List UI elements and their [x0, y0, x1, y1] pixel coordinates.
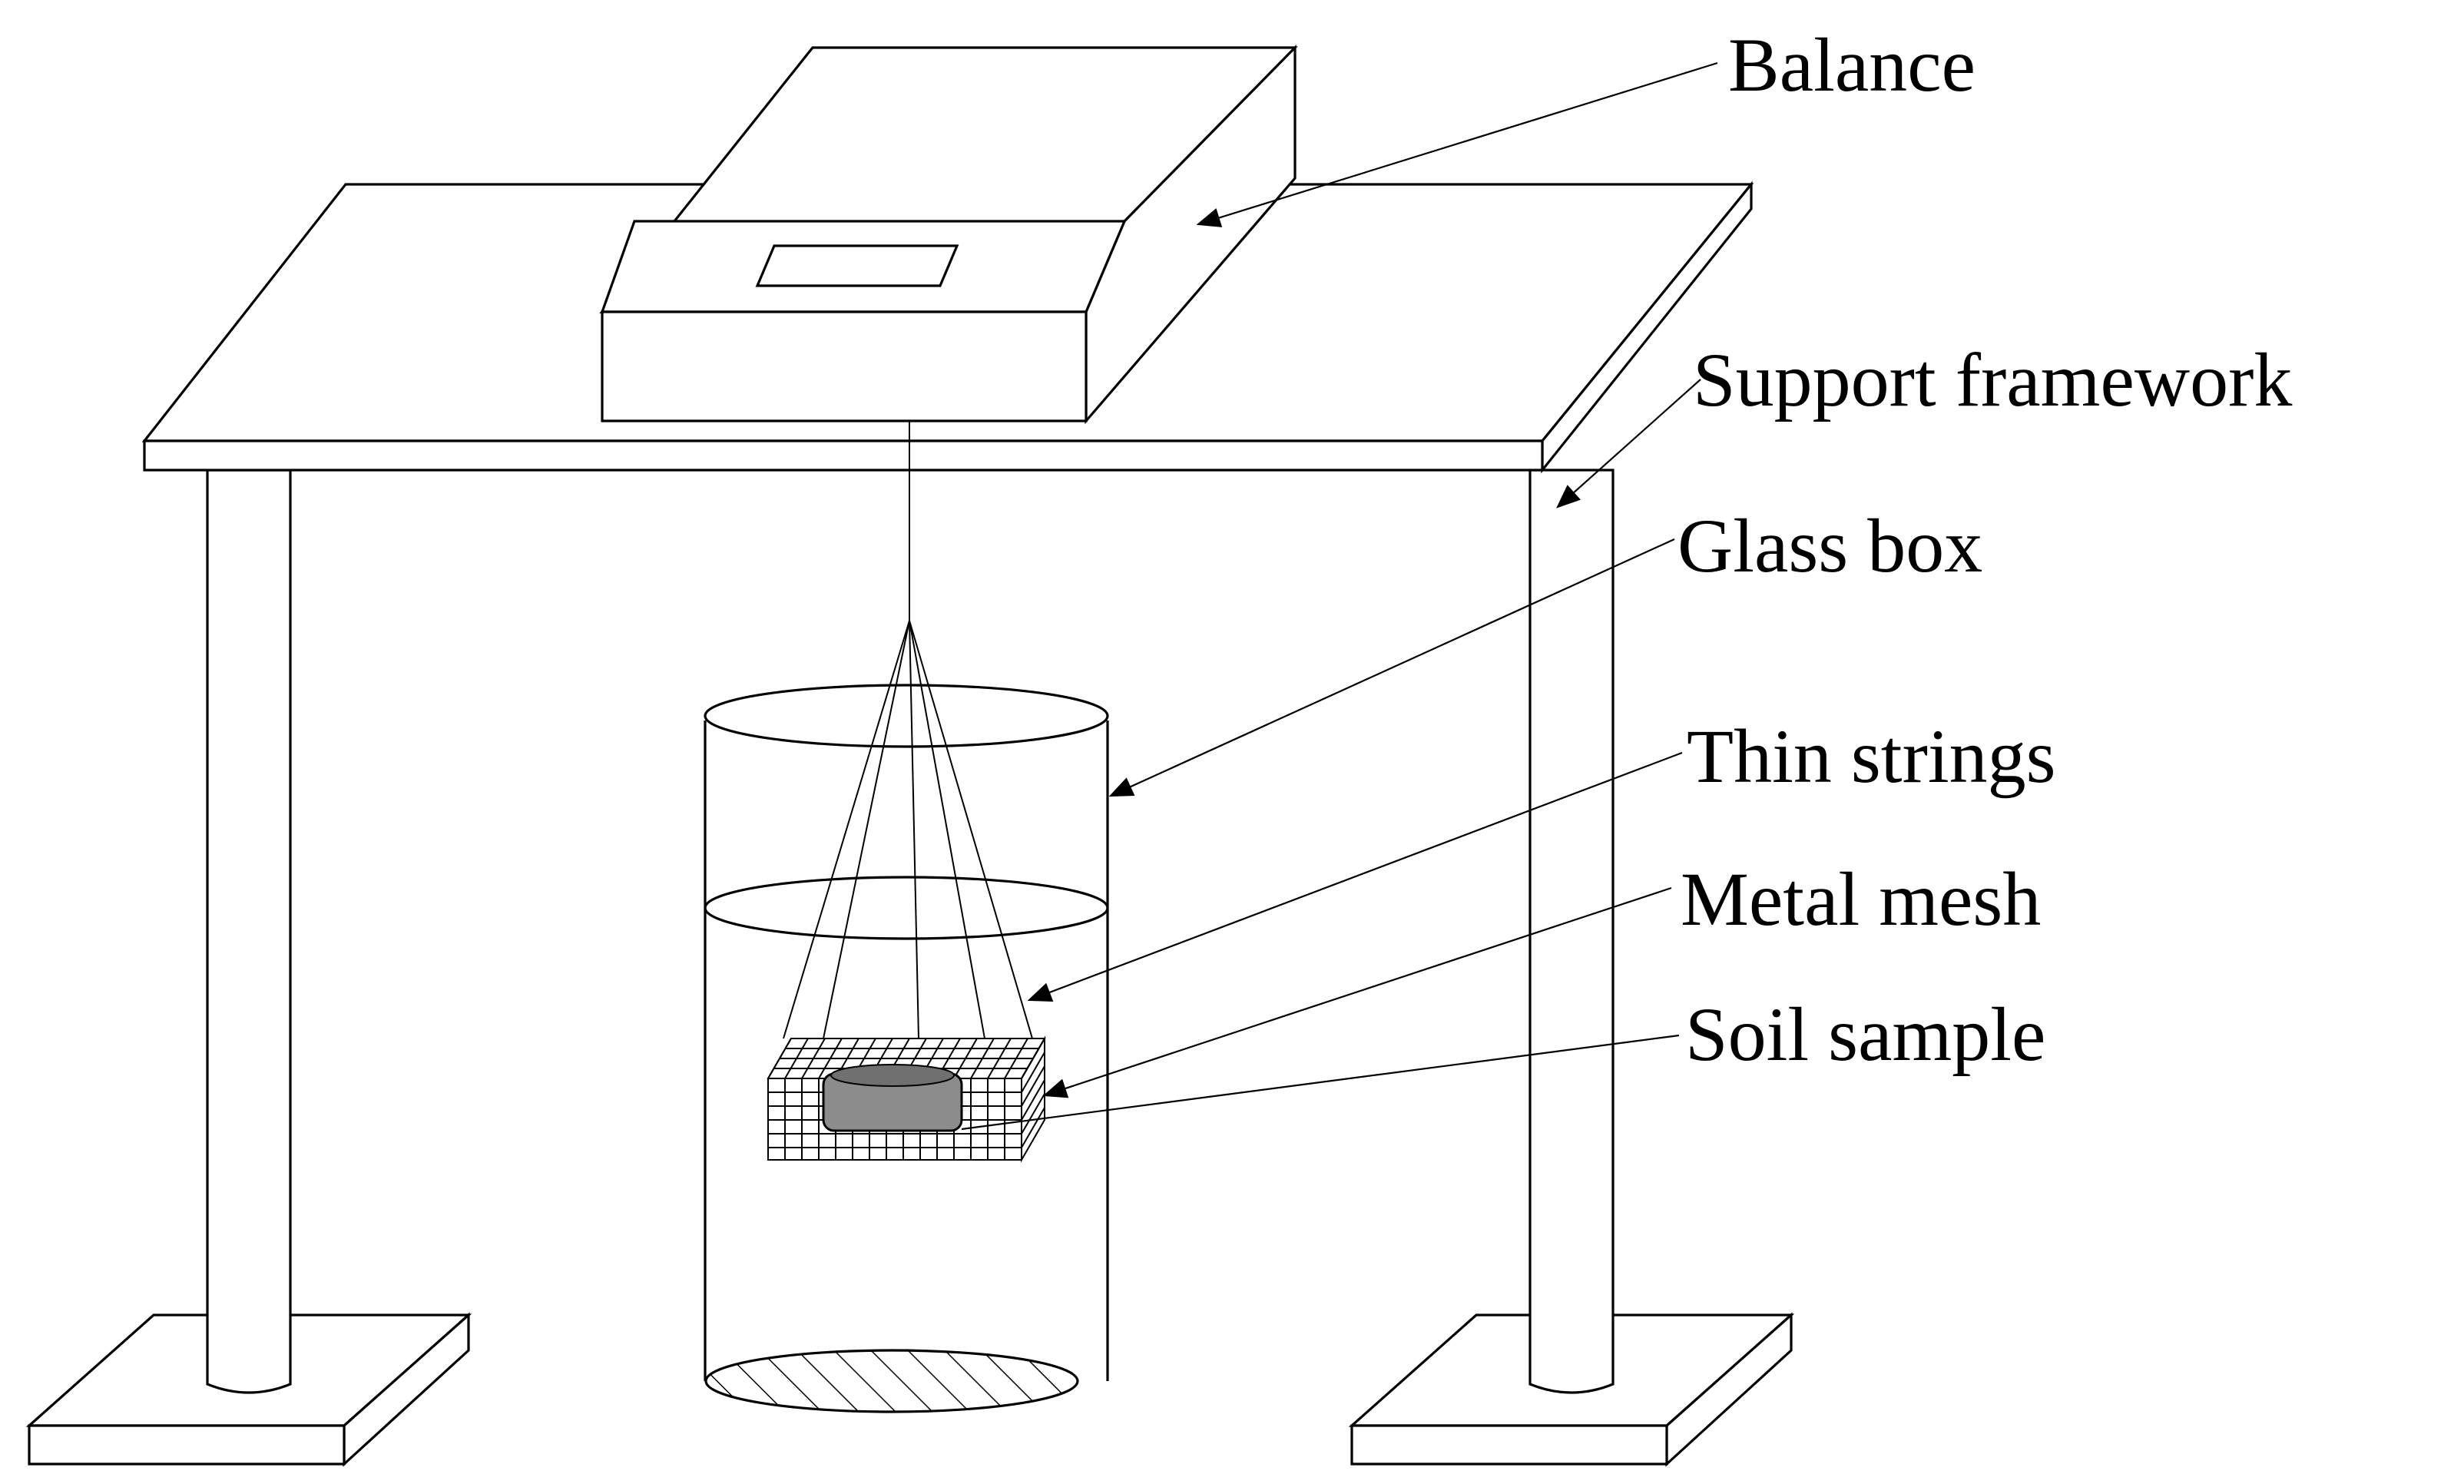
- balance: [599, 45, 1298, 425]
- balance-display: [755, 244, 959, 287]
- mesh-wire: [1021, 1079, 1045, 1121]
- label-metal-mesh: Metal mesh: [1681, 856, 2041, 942]
- left-leg: [206, 469, 292, 1394]
- label-balance: Balance: [1728, 22, 1976, 108]
- support-framework-leader: [1556, 379, 1701, 508]
- leader-lines: [961, 61, 1718, 1131]
- mesh-wire: [1021, 1093, 1045, 1135]
- mesh-wire: [1021, 1065, 1045, 1107]
- thin-strings-leader: [1027, 751, 1683, 1002]
- label-soil-sample: Soil sample: [1685, 992, 2045, 1077]
- mesh-wire: [1021, 1038, 1045, 1079]
- soil-sample-leader: [961, 1034, 1680, 1131]
- right-base: [1348, 1312, 1795, 1467]
- label-glass-box: Glass box: [1677, 503, 1982, 588]
- soil-sample: [822, 1064, 963, 1132]
- mesh-wire: [1021, 1107, 1045, 1148]
- glass-box-bottom: [704, 1349, 1079, 1413]
- metal-mesh-leader: [1042, 886, 1672, 1098]
- label-support-framework: Support framework: [1693, 337, 2292, 422]
- label-thin-strings: Thin strings: [1687, 714, 2056, 799]
- mesh-wire: [1021, 1052, 1045, 1093]
- glass-box-leader: [1108, 538, 1675, 797]
- labels: Balance Support framework Glass box Thin…: [1677, 22, 2292, 1077]
- glass-box: [704, 684, 1109, 1413]
- thin-strings: [783, 620, 1033, 1039]
- balance-leader: [1196, 61, 1718, 227]
- water-surface: [704, 876, 1109, 940]
- right-leg: [1528, 469, 1615, 1394]
